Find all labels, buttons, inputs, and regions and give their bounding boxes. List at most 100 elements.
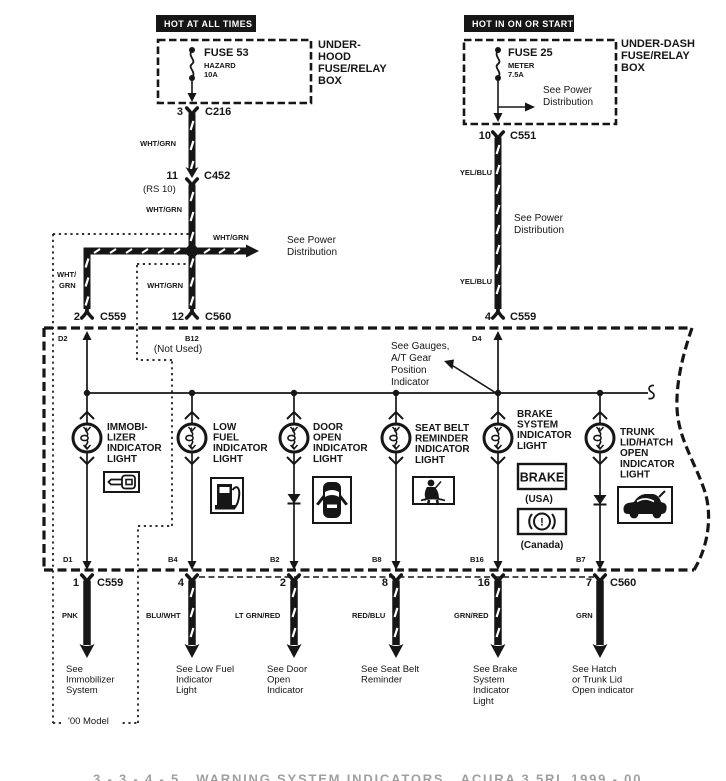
- svg-text:B7: B7: [576, 555, 586, 564]
- svg-text:GRN: GRN: [576, 611, 593, 620]
- svg-text:C551: C551: [510, 130, 536, 142]
- svg-text:TRUNK: TRUNK: [620, 427, 656, 438]
- svg-text:INDICATOR: INDICATOR: [620, 459, 675, 470]
- svg-text:1: 1: [73, 577, 79, 589]
- svg-text:LIGHT: LIGHT: [313, 454, 343, 465]
- svg-text:IMMOBI-: IMMOBI-: [107, 422, 148, 433]
- svg-text:BRAKE: BRAKE: [520, 471, 564, 485]
- svg-text:YEL/BLU: YEL/BLU: [460, 277, 492, 286]
- svg-text:BLU/WHT: BLU/WHT: [146, 611, 181, 620]
- svg-text:C559: C559: [97, 577, 123, 589]
- svg-text:D4: D4: [472, 334, 482, 343]
- svg-text:C560: C560: [205, 311, 231, 323]
- svg-text:16: 16: [478, 577, 490, 589]
- svg-text:C559: C559: [100, 311, 126, 323]
- svg-text:FUSE/RELAY: FUSE/RELAY: [318, 63, 387, 75]
- svg-text:C560: C560: [610, 577, 636, 589]
- svg-text:3 - 3 - 4 - 5 WARNING SYSTEM: 3 - 3 - 4 - 5 WARNING SYSTEM INDICATORS …: [93, 772, 642, 781]
- svg-text:Indicator: Indicator: [473, 685, 509, 696]
- svg-text:LIGHT: LIGHT: [517, 441, 547, 452]
- svg-text:See Gauges,: See Gauges,: [391, 341, 449, 352]
- svg-text:BRAKE: BRAKE: [517, 409, 553, 420]
- svg-text:See Power: See Power: [287, 235, 337, 246]
- svg-text:2: 2: [74, 311, 80, 323]
- svg-text:HAZARD: HAZARD: [204, 61, 236, 70]
- svg-text:HOT IN ON OR START: HOT IN ON OR START: [472, 19, 574, 29]
- svg-text:Open indicator: Open indicator: [572, 685, 634, 696]
- svg-text:LOW: LOW: [213, 422, 237, 433]
- svg-text:UNDER-DASH: UNDER-DASH: [621, 38, 695, 50]
- svg-text:OPEN: OPEN: [620, 448, 648, 459]
- svg-text:INDICATOR: INDICATOR: [107, 443, 162, 454]
- svg-text:INDICATOR: INDICATOR: [213, 443, 268, 454]
- svg-text:Distribution: Distribution: [543, 97, 593, 108]
- svg-text:LIZER: LIZER: [107, 433, 137, 444]
- svg-text:WHT/GRN: WHT/GRN: [146, 205, 182, 214]
- svg-text:11: 11: [166, 170, 178, 182]
- svg-text:HOT AT ALL TIMES: HOT AT ALL TIMES: [164, 19, 252, 29]
- svg-text:B12: B12: [185, 334, 199, 343]
- svg-text:FUSE 25: FUSE 25: [508, 47, 553, 59]
- svg-text:Distribution: Distribution: [514, 225, 564, 236]
- svg-text:Indicator: Indicator: [176, 675, 212, 686]
- svg-text:LID/HATCH: LID/HATCH: [620, 438, 673, 449]
- svg-text:3: 3: [177, 106, 183, 118]
- svg-text:See Low Fuel: See Low Fuel: [176, 664, 234, 675]
- svg-text:4: 4: [485, 311, 492, 323]
- svg-text:D2: D2: [58, 334, 68, 343]
- svg-text:B2: B2: [270, 555, 280, 564]
- svg-text:D1: D1: [63, 555, 73, 564]
- svg-text:INDICATOR: INDICATOR: [517, 430, 572, 441]
- svg-text:See Brake: See Brake: [473, 664, 517, 675]
- svg-text:GRN/RED: GRN/RED: [454, 611, 489, 620]
- svg-text:LIGHT: LIGHT: [213, 454, 243, 465]
- svg-text:See Power: See Power: [514, 213, 564, 224]
- svg-text:WHT/GRN: WHT/GRN: [213, 233, 249, 242]
- svg-text:10A: 10A: [204, 70, 218, 79]
- svg-text:Indicator: Indicator: [267, 685, 303, 696]
- svg-text:RED/BLU: RED/BLU: [352, 611, 385, 620]
- svg-text:(RS 10): (RS 10): [143, 184, 176, 195]
- svg-text:SYSTEM: SYSTEM: [517, 420, 558, 431]
- svg-text:Position: Position: [391, 365, 427, 376]
- svg-text:B8: B8: [372, 555, 382, 564]
- svg-text:YEL/BLU: YEL/BLU: [460, 168, 492, 177]
- svg-text:METER: METER: [508, 61, 535, 70]
- svg-text:or Trunk Lid: or Trunk Lid: [572, 675, 622, 686]
- svg-text:(Canada): (Canada): [521, 540, 564, 551]
- svg-text:FUSE 53: FUSE 53: [204, 47, 249, 59]
- svg-text:BOX: BOX: [318, 75, 343, 87]
- svg-text:BOX: BOX: [621, 62, 646, 74]
- svg-text:Immobilizer: Immobilizer: [66, 675, 115, 686]
- svg-text:LIGHT: LIGHT: [620, 469, 650, 480]
- svg-text:(USA): (USA): [525, 494, 553, 505]
- svg-text:12: 12: [172, 311, 184, 323]
- svg-text:7: 7: [586, 577, 592, 589]
- svg-text:B4: B4: [168, 555, 178, 564]
- svg-text:Indicator: Indicator: [391, 377, 430, 388]
- svg-text:DOOR: DOOR: [313, 422, 344, 433]
- svg-text:C216: C216: [205, 106, 231, 118]
- svg-text:2: 2: [280, 577, 286, 589]
- svg-text:LT GRN/RED: LT GRN/RED: [235, 611, 281, 620]
- svg-text:See Seat Belt: See Seat Belt: [361, 664, 419, 675]
- svg-text:System: System: [473, 675, 505, 686]
- svg-text:See Power: See Power: [543, 85, 593, 96]
- svg-text:WHT/: WHT/: [57, 270, 77, 279]
- svg-text:WHT/GRN: WHT/GRN: [147, 281, 183, 290]
- svg-text:Light: Light: [473, 696, 494, 707]
- svg-text:C452: C452: [204, 170, 230, 182]
- svg-text:8: 8: [382, 577, 388, 589]
- svg-text:7.5A: 7.5A: [508, 70, 524, 79]
- svg-text:WHT/GRN: WHT/GRN: [140, 139, 176, 148]
- svg-text:Light: Light: [176, 685, 197, 696]
- svg-text:Distribution: Distribution: [287, 247, 337, 258]
- svg-text:Open: Open: [267, 675, 290, 686]
- svg-text:B16: B16: [470, 555, 484, 564]
- svg-text:LIGHT: LIGHT: [415, 455, 445, 466]
- svg-text:HOOD: HOOD: [318, 51, 351, 63]
- svg-text:A/T Gear: A/T Gear: [391, 353, 432, 364]
- svg-text:FUEL: FUEL: [213, 433, 239, 444]
- svg-text:FUSE/RELAY: FUSE/RELAY: [621, 50, 690, 62]
- svg-text:See Door: See Door: [267, 664, 307, 675]
